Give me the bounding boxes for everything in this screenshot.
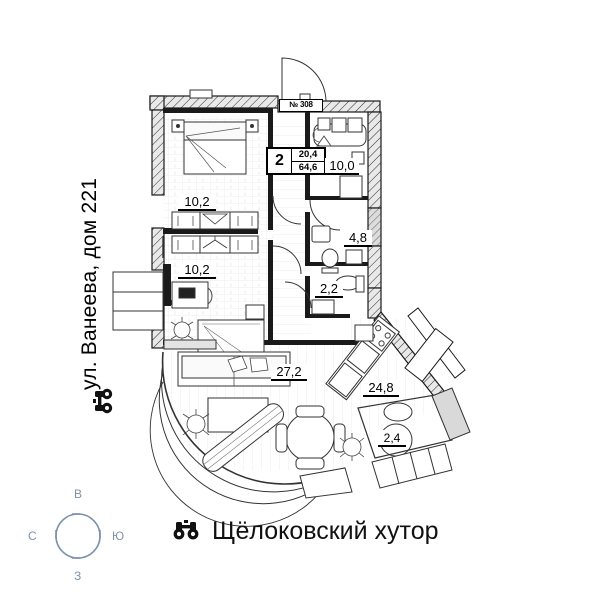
- street-label-text: ул. Ванеева, дом 221: [78, 177, 101, 390]
- room-area-hall: 10,0: [325, 158, 359, 175]
- living-area: 20,4: [292, 149, 324, 162]
- balcony-right: [357, 387, 471, 489]
- curved-terrace: [149, 351, 353, 527]
- apartment-number-label: № 308: [279, 99, 323, 112]
- room-area-bedroom-1: 10,2: [178, 194, 216, 211]
- structural-walls: [149, 95, 466, 405]
- room-area-bathroom: 4,8: [344, 230, 372, 247]
- compass-rose: В С Ю З: [28, 486, 128, 586]
- apartment-info-box: 2 20,4 64,6: [266, 147, 326, 175]
- room-area-bedroom-2: 10,2: [178, 262, 216, 279]
- binoculars-icon: [173, 520, 199, 540]
- left-porch: [112, 271, 164, 331]
- room-area-living-room: 27,2: [271, 364, 307, 381]
- top-details: [189, 89, 311, 103]
- landmark-label: Щёлоковский хутор: [172, 514, 439, 548]
- room-area-wc: 2,2: [315, 281, 343, 298]
- total-area: 64,6: [298, 161, 318, 173]
- room-area-kitchen: 24,8: [363, 380, 399, 397]
- bedroom-1-furniture: [171, 119, 259, 230]
- compass-label-right: Ю: [112, 529, 125, 543]
- room-area-balcony: 2,4: [378, 430, 406, 447]
- room-count: 2: [268, 149, 292, 173]
- binoculars-icon: [93, 388, 113, 414]
- street-label: ул. Ванеева, дом 221: [78, 0, 106, 390]
- compass-label-left: С: [28, 529, 37, 543]
- compass-icon: [55, 513, 101, 559]
- compass-label-bottom: З: [74, 569, 82, 583]
- landmark-label-text: Щёлоковский хутор: [212, 516, 439, 545]
- compass-label-top: В: [74, 487, 83, 501]
